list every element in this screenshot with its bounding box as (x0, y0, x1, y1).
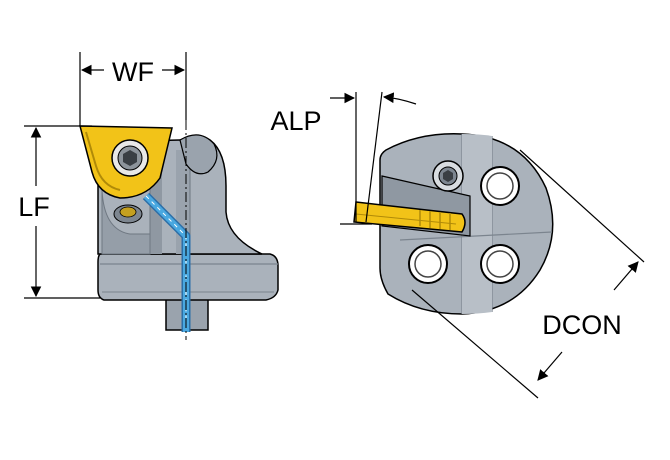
dcon-label: DCON (542, 310, 622, 340)
alp-label: ALP (270, 106, 321, 136)
lf-label: LF (18, 192, 50, 222)
side-view (79, 120, 279, 340)
lf-dimension: LF (18, 125, 100, 299)
mounting-holes (408, 166, 520, 284)
alp-dimension: ALP (270, 91, 417, 223)
front-view (340, 133, 554, 315)
clamp-lobe (179, 134, 218, 175)
wf-label: WF (112, 57, 154, 87)
dcon-dimension: DCON (411, 149, 645, 399)
wf-dimension: WF (79, 52, 187, 126)
cutting-insert-front (353, 201, 466, 233)
